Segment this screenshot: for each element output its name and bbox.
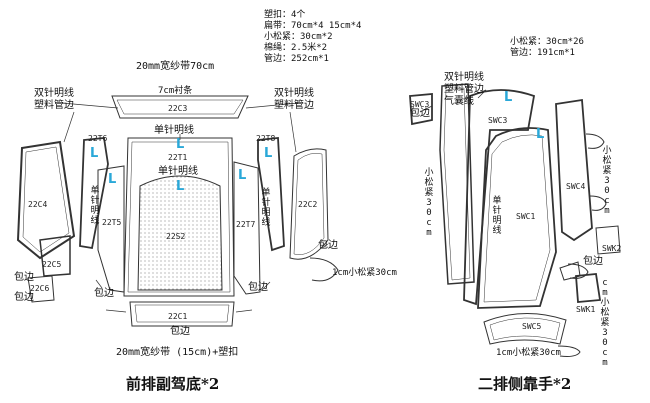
- label-elastic-v3: cm小松紧30cm: [600, 278, 610, 368]
- piece-swc5: [483, 313, 567, 345]
- label-piping-1: 包边: [318, 240, 338, 251]
- label-air-duct: 气囊线: [444, 96, 474, 107]
- label-plastic-pipe-a: 塑料管边: [34, 100, 74, 111]
- mark-l-5: L: [238, 168, 247, 183]
- part-22s2: 22S2: [166, 232, 186, 241]
- piece-22t1: [123, 137, 235, 297]
- piece-swc4: [555, 98, 593, 242]
- part-22c4: 22C4: [28, 200, 48, 209]
- mark-l-8: L: [536, 127, 545, 142]
- piece-22c2: [289, 148, 329, 260]
- part-22c5: 22C5: [42, 260, 62, 269]
- part-swc5: SWC5: [522, 322, 542, 331]
- label-single-needle-right: 单针明线: [261, 188, 271, 228]
- label-gauze-bottom: 20mm宽纱带 (15cm)+塑扣: [116, 347, 239, 358]
- spec-piping: 管边：252cm*1: [264, 54, 329, 64]
- piece-22t7: [233, 161, 261, 295]
- label-piping-2: 包边: [248, 282, 268, 293]
- spec-r-piping: 管边：191cm*1: [510, 48, 575, 58]
- piece-22c3: [111, 95, 249, 119]
- part-22t7: 22T7: [236, 220, 256, 229]
- label-double-needle-b: 双针明线: [274, 88, 314, 99]
- piece-22s2: [137, 175, 223, 291]
- part-22t6: 22T6: [88, 134, 108, 143]
- label-double-needle-a: 双针明线: [34, 88, 74, 99]
- part-swk1: SWK1: [576, 305, 596, 314]
- label-elastic-r-bottom: 1cm小松紧30cm: [496, 348, 561, 358]
- label-lining: 7cm衬条: [158, 86, 193, 96]
- title-armrest: 二排侧靠手*2: [478, 375, 572, 393]
- piece-swc3-long: [439, 83, 475, 285]
- label-piping-4: 包边: [14, 292, 34, 303]
- piece-22c4: [16, 140, 76, 260]
- piece-swc3-small: [409, 93, 433, 126]
- label-elastic-v2: 小松紧30cm: [602, 146, 612, 216]
- piece-22t8: [257, 137, 285, 252]
- piece-22c6: [27, 275, 55, 303]
- part-22c1: 22C1: [168, 312, 188, 321]
- mark-l-6: L: [264, 146, 273, 161]
- piece-22t6: [79, 137, 109, 250]
- piece-22c5: [39, 235, 71, 277]
- part-swc3: SWC3: [488, 116, 508, 125]
- label-single-needle-mid: 单针明线: [158, 166, 198, 177]
- mark-l-3: L: [90, 146, 99, 161]
- mark-l-7: L: [504, 90, 513, 105]
- part-22t1: 22T1: [168, 153, 188, 162]
- part-swc3-small: SWC3: [410, 100, 430, 109]
- piece-swc3: [463, 89, 536, 306]
- label-piping-r2: 包边: [583, 256, 603, 267]
- piece-22t5: [97, 165, 125, 293]
- piece-swc1: [477, 127, 557, 309]
- label-elastic-30: 1cm小松紧30cm: [332, 268, 397, 278]
- label-single-needle-left: 单针明线: [90, 186, 100, 226]
- part-22t5: 22T5: [102, 218, 122, 227]
- label-piping-5: 包边: [94, 288, 114, 299]
- mark-l-2: L: [176, 179, 185, 194]
- part-swk2: SWK2: [602, 244, 622, 253]
- part-22c3: 22C3: [168, 104, 188, 113]
- mark-l-1: L: [176, 137, 185, 152]
- label-piping-r1: 包边: [410, 108, 430, 119]
- label-double-needle-c: 双针明线: [444, 72, 484, 83]
- piece-swk1: [575, 273, 602, 303]
- part-22c6: 22C6: [30, 284, 50, 293]
- spec-cord: 棉绳：2.5米*2: [264, 43, 328, 53]
- label-single-needle-top: 单针明线: [154, 125, 194, 136]
- label-single-needle-r: 单针明线: [492, 196, 502, 236]
- label-plastic-pipe-c: 塑料管边: [444, 84, 484, 95]
- part-swc1: SWC1: [516, 212, 536, 221]
- mark-l-4: L: [108, 172, 117, 187]
- label-gauze-top: 20mm宽纱带70cm: [136, 61, 215, 72]
- part-swc4: SWC4: [566, 182, 586, 191]
- label-elastic-v1: 小松紧30cm: [424, 168, 434, 238]
- spec-r-elastic: 小松紧：30cm*26: [510, 37, 584, 47]
- label-piping-3: 包边: [14, 272, 34, 283]
- label-plastic-pipe-b: 塑料管边: [274, 100, 314, 111]
- part-22c2: 22C2: [298, 200, 318, 209]
- spec-buckle: 塑扣：4个: [264, 10, 306, 20]
- piece-swk2: [595, 225, 621, 255]
- title-front-seat: 前排副驾底*2: [126, 375, 220, 393]
- spec-elastic: 小松紧：30cm*2: [264, 32, 333, 42]
- label-piping-6: 包边: [170, 326, 190, 337]
- piece-22c1: [129, 301, 235, 327]
- spec-strap: 扁带：70cm*4 15cm*4: [264, 21, 362, 31]
- part-22t8: 22T8: [256, 134, 276, 143]
